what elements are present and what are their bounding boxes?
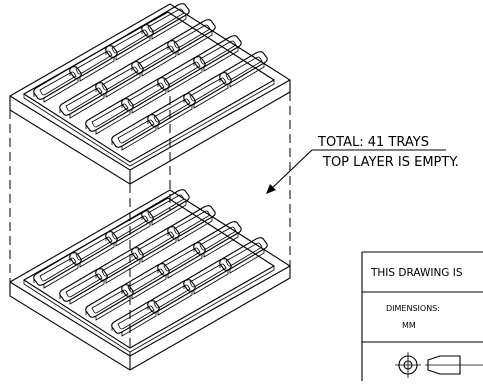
leader-line [269,149,313,191]
title-block-frame [361,251,483,381]
bottom-tray-base [9,189,291,371]
top-tray [9,3,291,185]
dimensions-label: DIMENSIONS: [386,304,440,313]
leader-note: TOTAL: 41 TRAYS TOP LAYER IS EMPTY. [266,135,459,194]
leader-arrowhead [266,184,276,194]
drawing-notice: THIS DRAWING IS [370,267,463,279]
bottom-tray-pockets [34,190,267,336]
third-angle-projection-icon [395,352,483,378]
top-tray-deck [22,11,276,163]
bottom-tray-deck [22,197,276,349]
top-tray-deck-side [23,80,275,167]
note-total-trays: TOTAL: 41 TRAYS [317,135,429,150]
dimensions-unit: MM [402,321,416,330]
title-block: THIS DRAWING IS DIMENSIONS: MM [361,251,483,381]
note-top-layer: TOP LAYER IS EMPTY. [322,155,459,170]
bottom-tray [9,189,291,371]
stack-outline [9,92,291,370]
top-tray-pockets [34,4,267,150]
bottom-tray-deck-side [23,266,275,353]
